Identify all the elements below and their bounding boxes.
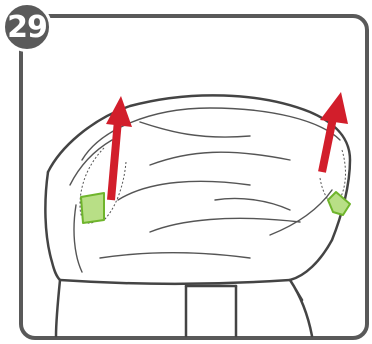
- step-frame: [21, 16, 367, 338]
- step-number-badge: 29: [2, 2, 52, 52]
- left-pull-tab-icon: [81, 193, 104, 223]
- step-number: 29: [7, 10, 47, 45]
